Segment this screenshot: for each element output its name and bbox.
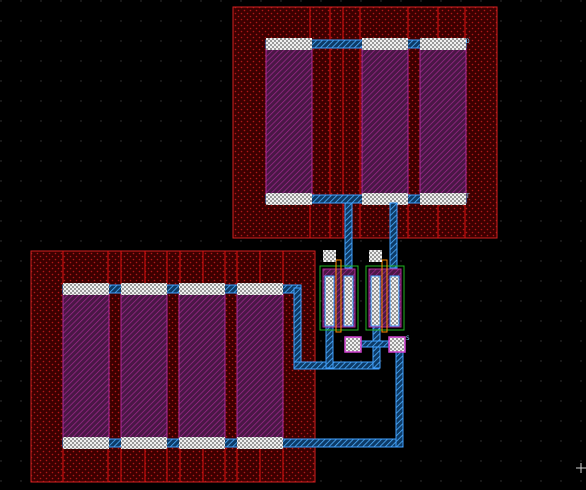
gate-contact	[323, 250, 336, 262]
transistor-block-bottom[interactable]	[30, 250, 404, 483]
pin-label-drain: D	[466, 38, 470, 45]
gate-poly-left	[335, 259, 342, 333]
crosshair-icon	[576, 463, 586, 473]
transistor-block-top[interactable]: D T	[232, 6, 498, 239]
diffusion-finger	[265, 47, 313, 197]
via-pad-left[interactable]	[344, 336, 362, 353]
gate-poly-right	[381, 259, 388, 333]
contact-array-bottom	[63, 283, 283, 449]
metal1-routing[interactable]	[293, 202, 404, 448]
pdiff-box-right	[365, 265, 405, 331]
diffusion-finger	[361, 47, 409, 197]
pdiff-box-left	[319, 265, 359, 331]
metal1-rail-bottom[interactable]	[62, 438, 404, 448]
pin-label-source: T	[466, 193, 470, 200]
diffusion-finger	[120, 291, 168, 441]
via-pad-right[interactable]	[388, 336, 406, 353]
gate-contact	[369, 250, 382, 262]
pin-label-small: S	[406, 335, 410, 342]
diffusion-finger	[62, 291, 110, 441]
small-transistor-pair[interactable]: S	[319, 250, 410, 353]
contact-array-top	[266, 38, 466, 205]
diffusion-finger	[178, 291, 226, 441]
diffusion-finger	[236, 291, 284, 441]
diffusion-finger	[419, 47, 467, 197]
